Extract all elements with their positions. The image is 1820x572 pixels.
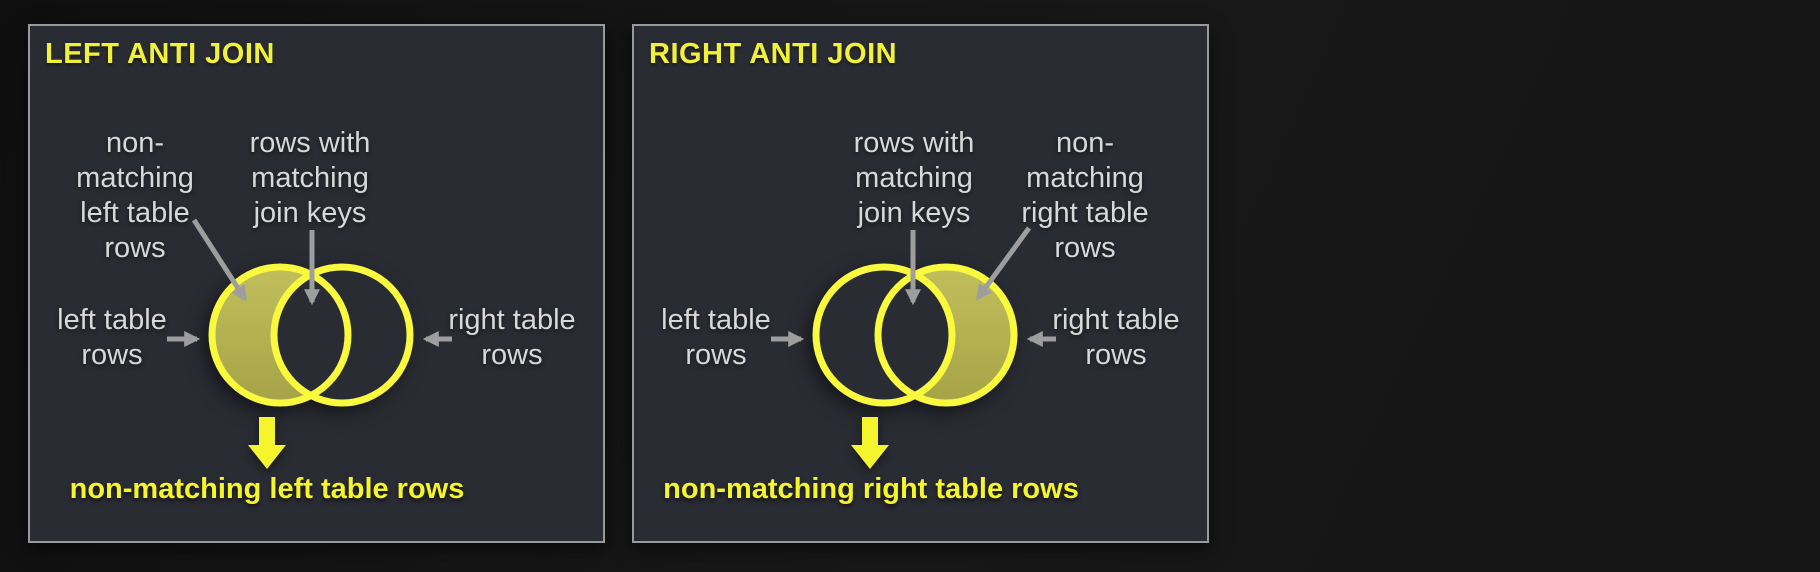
label-line: left table (661, 304, 771, 336)
label-line: left table (57, 304, 167, 336)
label-line: rows with (853, 127, 975, 159)
left-circle-outline (208, 263, 352, 407)
label-left-table-rows: left table rows (631, 303, 801, 373)
label-line: non- (1055, 127, 1115, 159)
left-circle-outline (812, 263, 956, 407)
label-line: right table (1052, 304, 1180, 336)
venn-diagram-left-anti-join (167, 218, 452, 469)
label-line: rows (481, 339, 543, 371)
label-line: rows (1054, 232, 1116, 264)
label-non-matching-left-rows: non- matching left table rows (28, 126, 242, 266)
right-circle-outline (270, 263, 414, 407)
panel-title: RIGHT ANTI JOIN (649, 38, 898, 70)
label-line: non- (105, 127, 165, 159)
non-matching-arrow (975, 226, 1032, 301)
label-line: rows (81, 339, 143, 371)
panel-left-anti-join: LEFT ANTI JOIN (28, 24, 605, 543)
annotation-arrows (771, 226, 1056, 347)
panel-right-anti-join: RIGHT ANTI JOIN (632, 24, 1209, 543)
label-right-table-rows: right table rows (422, 303, 602, 373)
label-line: right table (448, 304, 576, 336)
label-line: matching (1026, 162, 1144, 194)
label-left-table-rows: left table rows (27, 303, 197, 373)
label-right-table-rows: right table rows (1026, 303, 1206, 373)
label-line: matching (855, 162, 973, 194)
label-line: join keys (857, 197, 971, 229)
result-down-arrow (851, 417, 889, 469)
label-non-matching-right-rows: non- matching right table rows (978, 126, 1192, 266)
label-line: rows (1085, 339, 1147, 371)
label-line: rows with (249, 127, 371, 159)
venn-diagram-right-anti-join (771, 226, 1056, 469)
label-matching-join-keys: rows with matching join keys (200, 126, 420, 231)
label-line: left table (80, 197, 190, 229)
non-matching-arrow (191, 218, 248, 302)
panel-title: LEFT ANTI JOIN (45, 38, 275, 70)
label-line: rows (104, 232, 166, 264)
label-line: join keys (253, 197, 367, 229)
label-line: matching (76, 162, 194, 194)
label-matching-join-keys: rows with matching join keys (804, 126, 1024, 231)
annotation-arrows (167, 218, 452, 347)
label-line: matching (251, 162, 369, 194)
result-label: non-matching right table rows (663, 473, 1079, 505)
result-down-arrow (248, 417, 286, 469)
label-line: right table (1021, 197, 1149, 229)
label-line: rows (685, 339, 747, 371)
right-circle-outline (874, 263, 1018, 407)
result-label: non-matching left table rows (69, 473, 465, 505)
